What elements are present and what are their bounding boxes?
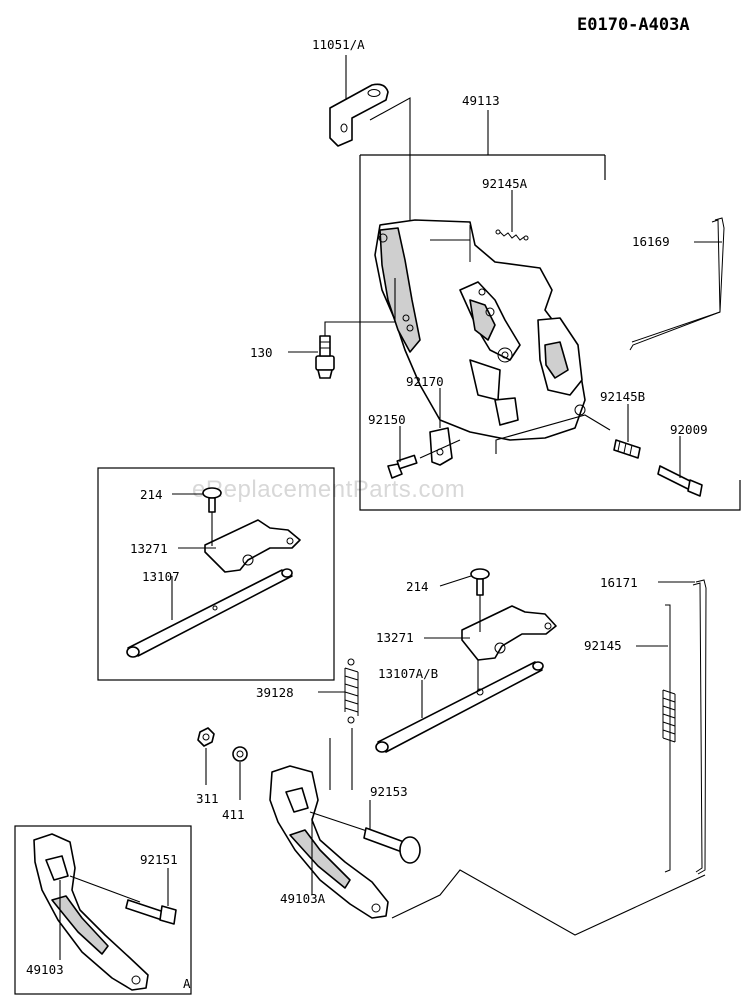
part-16171-rod [692,579,707,875]
diagram-code: E0170-A403A [577,15,690,35]
label-ref-A: A [183,976,191,991]
part-13271-plate-right [461,605,557,661]
label-13107AB: 13107A/B [378,666,438,681]
watermark: eReplacementParts.com [192,476,465,503]
label-49103A: 49103A [280,891,326,906]
part-13271-plate-left [204,519,301,573]
label-39128: 39128 [256,685,294,700]
part-13107-shaft [126,568,293,658]
group-box-49103 [14,825,192,995]
label-49103: 49103 [26,962,64,977]
part-49103A-lever [269,765,389,919]
part-92170-clip [429,427,453,466]
label-214-left: 214 [140,487,163,502]
part-11051A-bracket [329,83,389,147]
group-box-49113 [359,155,741,511]
part-92151-bolt [125,899,177,925]
label-11051A: 11051/A [312,37,365,52]
label-13271-right: 13271 [376,630,414,645]
part-13107AB-shaft [375,661,544,753]
part-49113-control-plate [374,219,586,441]
label-92153: 92153 [370,784,408,799]
part-311-nut [197,727,215,747]
part-16169-rod [629,217,725,351]
part-39128-spring [344,658,359,724]
label-16171: 16171 [600,575,638,590]
part-411-washer [232,746,248,762]
part-130-bolt [315,335,335,379]
label-92009: 92009 [670,422,708,437]
label-92145A: 92145A [482,176,528,191]
part-92145-spring [662,604,676,873]
label-49113: 49113 [462,93,500,108]
part-49103-lever [33,833,149,991]
part-92150-bolt [387,454,418,479]
label-92145B: 92145B [600,389,645,404]
part-92009-bolt [657,465,703,497]
label-92150: 92150 [368,412,406,427]
part-214-screw-right [470,568,490,596]
label-311: 311 [196,791,219,806]
part-92145A-spring [495,229,529,241]
label-13271-left: 13271 [130,541,168,556]
label-13107: 13107 [142,569,180,584]
label-411: 411 [222,807,245,822]
part-92153-bolt [363,827,421,864]
label-16169: 16169 [632,234,670,249]
label-92170: 92170 [406,374,444,389]
group-box-13107 [97,467,335,681]
label-92145: 92145 [584,638,622,653]
part-92145B-spring [613,439,641,459]
label-214-right: 214 [406,579,429,594]
label-130: 130 [250,345,273,360]
label-92151: 92151 [140,852,178,867]
